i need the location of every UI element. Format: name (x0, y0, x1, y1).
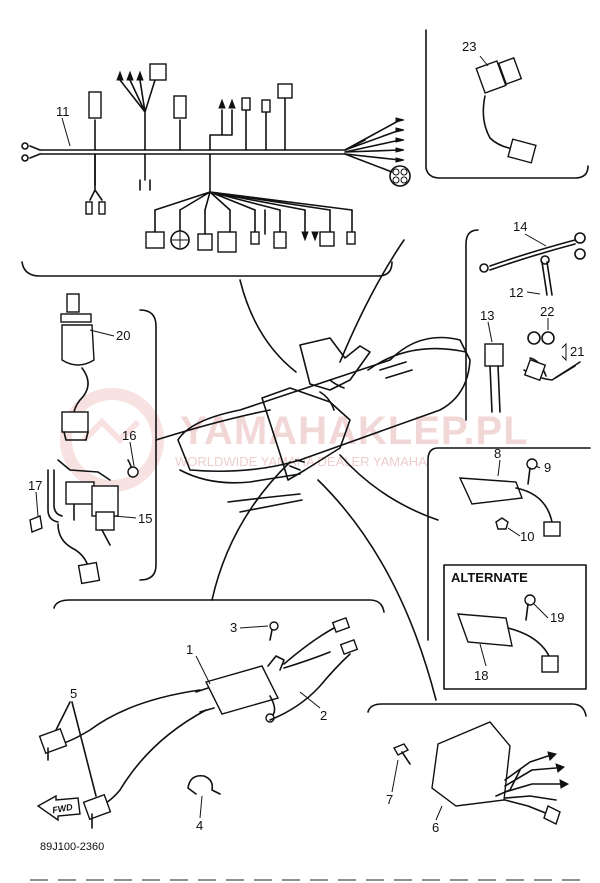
lead-wire-14-and-band-12 (479, 232, 586, 296)
wire-harness-11 (21, 63, 411, 253)
callout-22: 22 (540, 304, 554, 319)
fwd-label: FWD (51, 802, 73, 815)
callout-8: 8 (494, 446, 501, 461)
alternate-rectifier-18-19: ALTERNATE (451, 570, 559, 673)
callout-4: 4 (196, 818, 203, 833)
callout-20: 20 (116, 328, 130, 343)
relay-13 (484, 343, 504, 413)
callout-7: 7 (386, 792, 393, 807)
callout-23: 23 (462, 39, 476, 54)
callout-3: 3 (230, 620, 237, 635)
callout-numbers: 11 23 14 12 13 22 21 20 16 17 15 8 9 10 … (28, 39, 584, 835)
drawing-code: 89J100-2360 (40, 841, 104, 853)
callout-18: 18 (474, 668, 488, 683)
callout-14: 14 (513, 219, 527, 234)
switch-23 (475, 57, 537, 164)
clamp-4 (187, 774, 221, 795)
callout-1: 1 (186, 642, 193, 657)
callout-10: 10 (520, 529, 534, 544)
leader-lines (155, 239, 467, 701)
callout-19: 19 (550, 610, 564, 625)
callout-17: 17 (28, 478, 42, 493)
callout-15: 15 (138, 511, 152, 526)
callout-21: 21 (570, 344, 584, 359)
callout-leaders (35, 55, 567, 821)
callout-5: 5 (70, 686, 77, 701)
spark-plug-caps-5 (38, 689, 207, 829)
relay-assembly-15-16-17 (29, 459, 139, 585)
forward-arrow: FWD (36, 794, 81, 822)
callout-13: 13 (480, 308, 494, 323)
watermark-text: YAMAHAKLEP.PL (180, 409, 529, 453)
rectifier-8-9-10 (458, 458, 561, 537)
cdi-unit-6-7 (392, 721, 570, 825)
callout-6: 6 (432, 820, 439, 835)
chassis-frame (177, 336, 471, 513)
bulbs-21-22 (523, 331, 581, 382)
section-frames (21, 29, 591, 717)
callout-16: 16 (122, 428, 136, 443)
callout-11: 11 (56, 104, 70, 119)
main-switch-20 (60, 293, 95, 441)
alternate-label: ALTERNATE (451, 570, 528, 585)
callout-9: 9 (544, 460, 551, 475)
callout-2: 2 (320, 708, 327, 723)
callout-12: 12 (509, 285, 523, 300)
ignition-coil-1-2-3 (195, 617, 359, 723)
